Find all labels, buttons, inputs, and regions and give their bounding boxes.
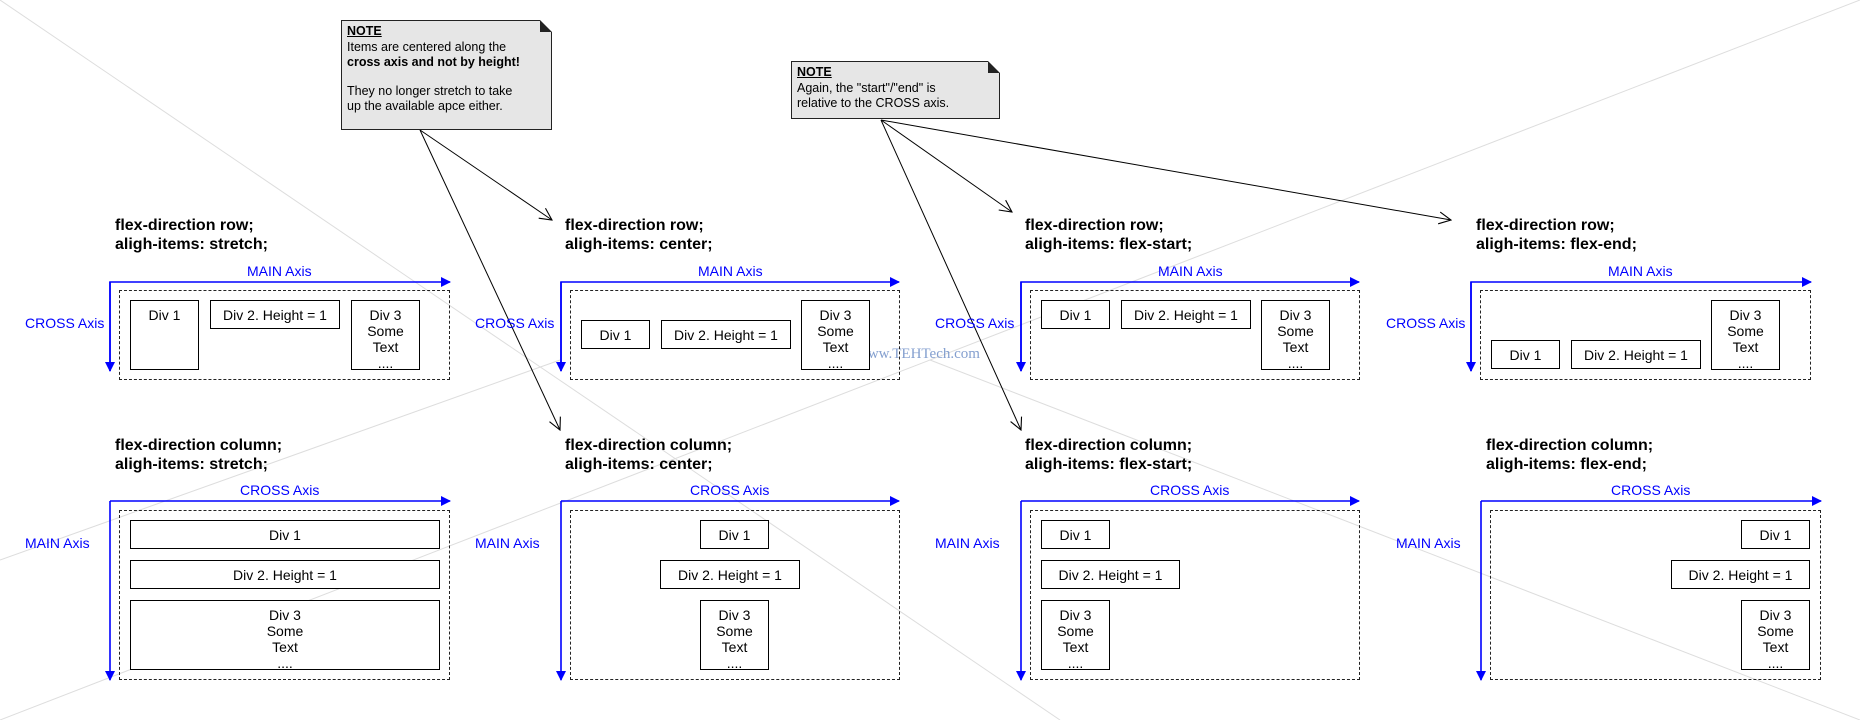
note-text: up the available apce either. xyxy=(347,99,503,113)
div-1: Div 1 xyxy=(1491,340,1560,369)
div-2: Div 2. Height = 1 xyxy=(1671,560,1810,589)
div-2: Div 2. Height = 1 xyxy=(1571,340,1701,369)
div-1: Div 1 xyxy=(130,300,199,370)
main-axis-label: MAIN Axis xyxy=(247,263,312,279)
flex-container xyxy=(1490,510,1821,680)
div-2: Div 2. Height = 1 xyxy=(1041,560,1180,589)
cross-axis-label: CROSS Axis xyxy=(690,482,770,498)
div-2: Div 2. Height = 1 xyxy=(661,320,791,349)
cross-axis-label: CROSS Axis xyxy=(1611,482,1691,498)
panel-title: flex-direction row; aligh-items: stretch… xyxy=(115,217,268,253)
note-text: They no longer stretch to take xyxy=(347,83,513,98)
div-3: Div 3 Some Text .... xyxy=(1711,300,1780,371)
div-3: Div 3 Some Text .... xyxy=(130,600,440,671)
div-1: Div 1 xyxy=(581,320,650,349)
flex-container xyxy=(570,510,900,680)
panel-title: flex-direction column; aligh-items: cent… xyxy=(565,437,733,473)
cross-axis-label: CROSS Axis xyxy=(935,315,1015,331)
note2-connectors xyxy=(880,119,1451,430)
div-3: Div 3 Some Text .... xyxy=(801,300,870,371)
note-centered-cross-axis: NOTE Items are centered along the cross … xyxy=(341,20,552,130)
panel-title: flex-direction row; aligh-items: center; xyxy=(565,217,713,253)
note-text: relative to the CROSS axis. xyxy=(797,96,950,110)
div-2: Div 2. Height = 1 xyxy=(660,560,800,589)
div-1: Div 1 xyxy=(1741,520,1810,549)
div-3: Div 3 Some Text .... xyxy=(700,600,769,671)
main-axis-label: MAIN Axis xyxy=(475,535,540,551)
flex-container xyxy=(1480,290,1811,380)
main-axis-label: MAIN Axis xyxy=(1396,535,1461,551)
note1-connectors xyxy=(419,129,560,430)
cross-axis-label: CROSS Axis xyxy=(475,315,555,331)
div-1: Div 1 xyxy=(1041,520,1110,549)
div-1: Div 1 xyxy=(130,520,440,549)
div-3: Div 3 Some Text .... xyxy=(1041,600,1110,671)
main-axis-label: MAIN Axis xyxy=(1158,263,1223,279)
div-3: Div 3 Some Text .... xyxy=(351,300,420,371)
flex-container xyxy=(119,290,450,380)
main-axis-label: MAIN Axis xyxy=(25,535,90,551)
panel-title: flex-direction column; aligh-items: flex… xyxy=(1486,437,1654,473)
flex-container xyxy=(119,510,450,680)
note2-arrow-row-end xyxy=(880,119,1451,220)
panel-title: flex-direction row; aligh-items: flex-st… xyxy=(1025,217,1193,253)
flex-container xyxy=(1030,510,1360,680)
cross-axis-label: CROSS Axis xyxy=(1150,482,1230,498)
main-axis-label: MAIN Axis xyxy=(935,535,1000,551)
note-title: NOTE xyxy=(797,65,832,79)
main-axis-label: MAIN Axis xyxy=(1608,263,1673,279)
cross-axis-label: CROSS Axis xyxy=(25,315,105,331)
flex-container xyxy=(570,290,900,380)
note2-arrow-col-start xyxy=(880,119,1021,430)
div-2: Div 2. Height = 1 xyxy=(210,300,340,329)
note-start-end-relative: NOTE Again, the "start"/"end" is relativ… xyxy=(791,61,1000,119)
note-fold-corner xyxy=(540,20,552,32)
div-2: Div 2. Height = 1 xyxy=(1121,300,1251,329)
panel-title: flex-direction column; aligh-items: flex… xyxy=(1025,437,1193,473)
note1-arrow-row-center xyxy=(419,129,552,220)
watermark: www.TEHTech.com xyxy=(857,346,980,362)
div-1: Div 1 xyxy=(1041,300,1110,329)
note-text: Again, the "start"/"end" is xyxy=(797,80,936,95)
note-text-bold: cross axis and not by height! xyxy=(347,55,520,69)
note-title: NOTE xyxy=(347,24,382,38)
cross-axis-label: CROSS Axis xyxy=(240,482,320,498)
main-axis-label: MAIN Axis xyxy=(698,263,763,279)
div-2: Div 2. Height = 1 xyxy=(130,560,440,589)
div-3: Div 3 Some Text .... xyxy=(1261,300,1330,371)
note-fold-corner xyxy=(988,61,1000,73)
note-text: Items are centered along the xyxy=(347,39,507,54)
panel-title: flex-direction row; aligh-items: flex-en… xyxy=(1476,217,1637,253)
cross-axis-label: CROSS Axis xyxy=(1386,315,1466,331)
div-3: Div 3 Some Text .... xyxy=(1741,600,1810,671)
note1-arrow-col-center xyxy=(419,129,560,430)
div-1: Div 1 xyxy=(700,520,769,549)
flex-container xyxy=(1030,290,1360,380)
note2-arrow-row-start xyxy=(880,119,1012,212)
panel-title: flex-direction column; aligh-items: stre… xyxy=(115,437,283,473)
